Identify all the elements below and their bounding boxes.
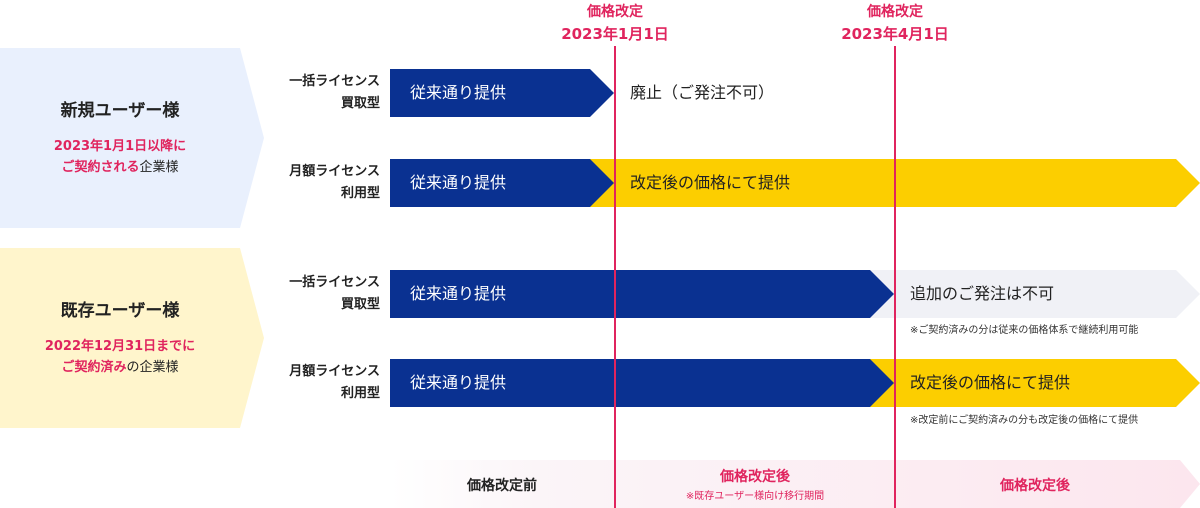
row4-current-text: 従来通り提供 (410, 373, 507, 392)
row2-label-line2: 利用型 (340, 186, 380, 201)
row2-after-text: 改定後の価格にて提供 (630, 173, 791, 192)
row3-current-bar (390, 270, 894, 318)
row2-current-text: 従来通り提供 (410, 173, 507, 192)
row1-label: 一括ライセンス 買取型 (262, 71, 380, 115)
row3-after-bar (870, 270, 1200, 318)
legend-transition: 価格改定後 ※既存ユーザー様向け移行期間 (616, 466, 894, 502)
row1-after-text: 廃止（ご発注不可） (630, 83, 775, 102)
row4-note: ※改定前にご契約済みの分も改定後の価格にて提供 (910, 415, 1139, 426)
milestone-2-label: 価格改定 2023年4月1日 (825, 1, 965, 45)
row1-current-bar (390, 69, 614, 117)
milestone-1-label: 価格改定 2023年1月1日 (545, 1, 685, 45)
row1-label-line1: 一括ライセンス (289, 74, 380, 89)
row4-current-bar (390, 359, 894, 407)
new-user-condition-plain: 企業様 (139, 160, 179, 175)
row4-label: 月額ライセンス 利用型 (262, 361, 380, 405)
row4-label-line1: 月額ライセンス (289, 364, 380, 379)
new-user-subtitle: 2023年1月1日以降に ご契約される企業様 (0, 136, 240, 178)
new-user-condition-line2: ご契約される企業様 (0, 157, 240, 178)
row1-current-text: 従来通り提供 (410, 83, 507, 102)
milestone-2-date: 2023年4月1日 (841, 25, 949, 43)
legend-arrow (390, 460, 1200, 508)
row3-label-line2: 買取型 (340, 297, 380, 312)
existing-user-group: 既存ユーザー様 2022年12月31日までに ご契約済みの企業様 (0, 248, 268, 428)
legend-after-label: 価格改定後 (1000, 478, 1070, 494)
new-user-title: 新規ユーザー様 (60, 101, 180, 121)
row3-current-text: 従来通り提供 (410, 284, 507, 303)
legend-transition-label: 価格改定後 (720, 469, 790, 485)
row2-current-bar (390, 159, 614, 207)
row3-note: ※ご契約済みの分は従来の価格体系で継続利用可能 (910, 325, 1139, 336)
row3-label-line1: 一括ライセンス (289, 275, 380, 290)
milestone-1-date: 2023年1月1日 (561, 25, 669, 43)
new-user-group-box (0, 48, 264, 228)
milestone-1-line (614, 46, 616, 508)
legend-transition-note: ※既存ユーザー様向け移行期間 (685, 491, 825, 502)
legend-before-label: 価格改定前 (467, 478, 537, 494)
row2-label: 月額ライセンス 利用型 (262, 161, 380, 205)
milestone-2-title: 価格改定 (867, 4, 923, 20)
milestone-2-line (894, 46, 896, 508)
row2-label-line1: 月額ライセンス (289, 164, 380, 179)
new-user-condition-highlight: ご契約される (61, 160, 140, 175)
existing-user-condition-highlight: ご契約済み (61, 360, 127, 375)
row3-label: 一括ライセンス 買取型 (262, 272, 380, 316)
row4-after-text: 改定後の価格にて提供 (910, 373, 1071, 392)
existing-user-condition-line2: ご契約済みの企業様 (0, 357, 240, 378)
existing-user-group-box (0, 248, 264, 428)
new-user-condition-date: 2023年1月1日以降に (53, 139, 187, 154)
row1-label-line2: 買取型 (340, 96, 380, 111)
row3-after-text: 追加のご発注は不可 (910, 284, 1055, 303)
existing-user-subtitle: 2022年12月31日までに ご契約済みの企業様 (0, 336, 240, 378)
row4-label-line2: 利用型 (340, 386, 380, 401)
existing-user-condition-date: 2022年12月31日までに (44, 339, 196, 354)
new-user-group: 新規ユーザー様 2023年1月1日以降に ご契約される企業様 (0, 48, 268, 228)
milestone-1-title: 価格改定 (587, 4, 643, 20)
existing-user-condition-plain: の企業様 (126, 360, 179, 375)
existing-user-title: 既存ユーザー様 (60, 301, 180, 321)
row4-after-bar (870, 359, 1200, 407)
